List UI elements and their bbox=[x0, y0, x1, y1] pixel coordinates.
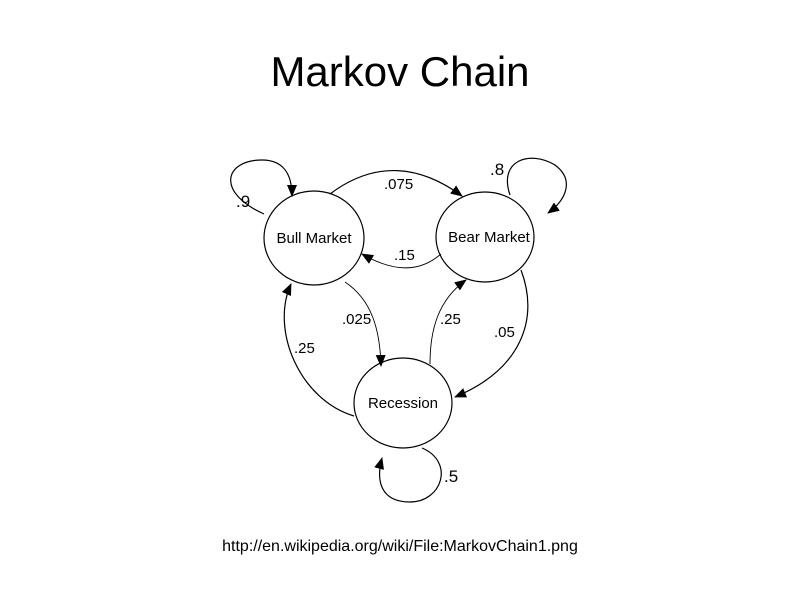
edge-bull-recession bbox=[344, 281, 386, 367]
prob-recession-recession: .5 bbox=[444, 467, 458, 486]
prob-bull-bull: .9 bbox=[236, 192, 250, 211]
state-recession bbox=[353, 357, 453, 449]
edge-recession-bull bbox=[281, 283, 355, 417]
edge-bear-bull bbox=[361, 253, 442, 269]
edge-bear-bear bbox=[507, 157, 567, 214]
edge-bull-bear bbox=[329, 169, 463, 197]
edge-bull-bull bbox=[230, 159, 297, 215]
state-bull-market bbox=[263, 190, 365, 286]
prob-bear-bull: .15 bbox=[394, 247, 415, 264]
edge-recession-recession bbox=[374, 447, 442, 503]
prob-bull-recession: .025 bbox=[342, 311, 371, 328]
state-label-bear: Bear Market bbox=[448, 229, 531, 246]
prob-recession-bear: .25 bbox=[440, 311, 461, 328]
prob-recession-bull: .25 bbox=[294, 340, 315, 357]
edge-bear-recession bbox=[454, 269, 529, 398]
prob-bull-bear: .075 bbox=[384, 176, 413, 193]
state-label-recession: Recession bbox=[368, 395, 438, 412]
source-url: http://en.wikipedia.org/wiki/File:Markov… bbox=[222, 538, 578, 555]
state-bear-market bbox=[435, 191, 535, 283]
edge-recession-bear bbox=[429, 279, 467, 365]
prob-bear-recession: .05 bbox=[494, 324, 515, 341]
state-label-bull: Bull Market bbox=[276, 230, 352, 247]
diagram-title: Markov Chain bbox=[270, 48, 530, 95]
prob-bear-bear: .8 bbox=[490, 160, 504, 179]
